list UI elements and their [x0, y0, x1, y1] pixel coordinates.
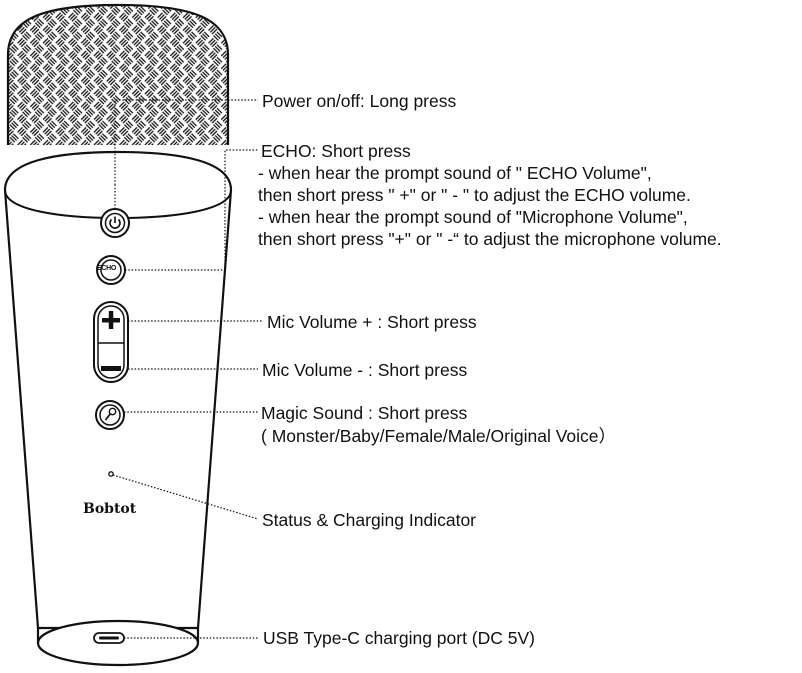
magic-sound-button[interactable] [95, 400, 125, 430]
minus-icon [101, 366, 121, 371]
callout-magic-title: Magic Sound : Short press [261, 403, 468, 423]
callout-echo-line: - when hear the prompt sound of "Microph… [258, 207, 688, 227]
mesh-head [6, 3, 230, 145]
leader-echo [125, 149, 258, 271]
callout-echo-line: then short press " +" or " - " to adjust… [258, 185, 691, 205]
brand-logo: Bobtot [83, 501, 137, 517]
leader-lines [112, 99, 263, 639]
microphone-icon [104, 407, 117, 421]
power-icon [109, 216, 121, 229]
leader-power [114, 99, 258, 209]
echo-button[interactable] [96, 255, 126, 285]
callout-power: Power on/off: Long press [262, 91, 457, 111]
callout-echo-line: then short press "+" or " -“ to adjust t… [258, 229, 722, 249]
usb-c-port-icon [93, 632, 125, 644]
callout-vol-down: Mic Volume - : Short press [262, 360, 468, 380]
callout-vol-up: Mic Volume + : Short press [267, 312, 477, 332]
callout-echo-line: - when hear the prompt sound of " ECHO V… [258, 163, 652, 183]
power-button[interactable] [100, 208, 130, 238]
volume-rocker[interactable] [93, 301, 129, 383]
callout-usb: USB Type-C charging port (DC 5V) [263, 628, 536, 648]
callout-echo-title: ECHO: Short press [261, 141, 411, 161]
callout-magic-detail: ( Monster/Baby/Female/Male/Original Voic… [261, 426, 616, 446]
plus-icon [102, 311, 120, 329]
callout-status: Status & Charging Indicator [262, 510, 477, 530]
status-indicator [108, 471, 114, 477]
echo-button-icon: ECHO [97, 265, 117, 272]
leader-status [112, 474, 259, 520]
